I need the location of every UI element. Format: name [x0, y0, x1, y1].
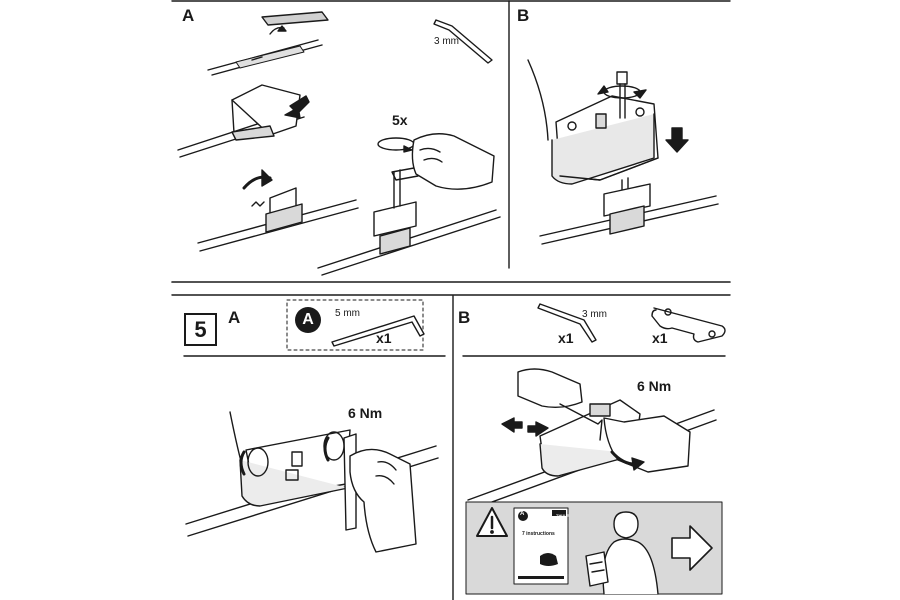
- booklet-badge: A: [520, 511, 525, 517]
- torque-5a-label: 6 Nm: [348, 405, 383, 421]
- hex-key-5mm-label: 5 mm: [335, 308, 360, 319]
- arrow-right-icon: [671, 525, 713, 571]
- panel-4a-illustration: [177, 11, 501, 276]
- hex-key-3mm-label: 3 mm: [582, 309, 607, 320]
- repeat-count-label: 5x: [392, 112, 408, 128]
- instruction-booklet-icon: [513, 507, 569, 585]
- panel-4a-label: A: [182, 6, 195, 25]
- reading-person-icon: [585, 511, 659, 595]
- panel-5b-label: B: [458, 308, 471, 327]
- warning-icon: [476, 507, 508, 537]
- hex-key-3mm-quantity: x1: [558, 330, 574, 346]
- panel-5b-illustration: [467, 303, 726, 511]
- panel-5a-label: A: [228, 308, 241, 327]
- panel-5a-illustration: [185, 299, 439, 553]
- panel-4b-illustration: [527, 59, 719, 245]
- booklet-title: 7 instructions: [522, 531, 555, 537]
- hex-key-size-label: 3 mm: [434, 36, 459, 47]
- plate-quantity: x1: [652, 330, 668, 346]
- booklet-brand: THULE: [556, 513, 570, 518]
- panel-dividers: [171, 0, 731, 600]
- notice-box: [465, 501, 723, 595]
- panel-4b-label: B: [517, 6, 530, 25]
- step-number: 5: [184, 313, 217, 346]
- torque-5b-label: 6 Nm: [637, 378, 672, 394]
- panel-a-badge-icon: A: [295, 307, 321, 333]
- hex-key-5mm-quantity: x1: [376, 330, 392, 346]
